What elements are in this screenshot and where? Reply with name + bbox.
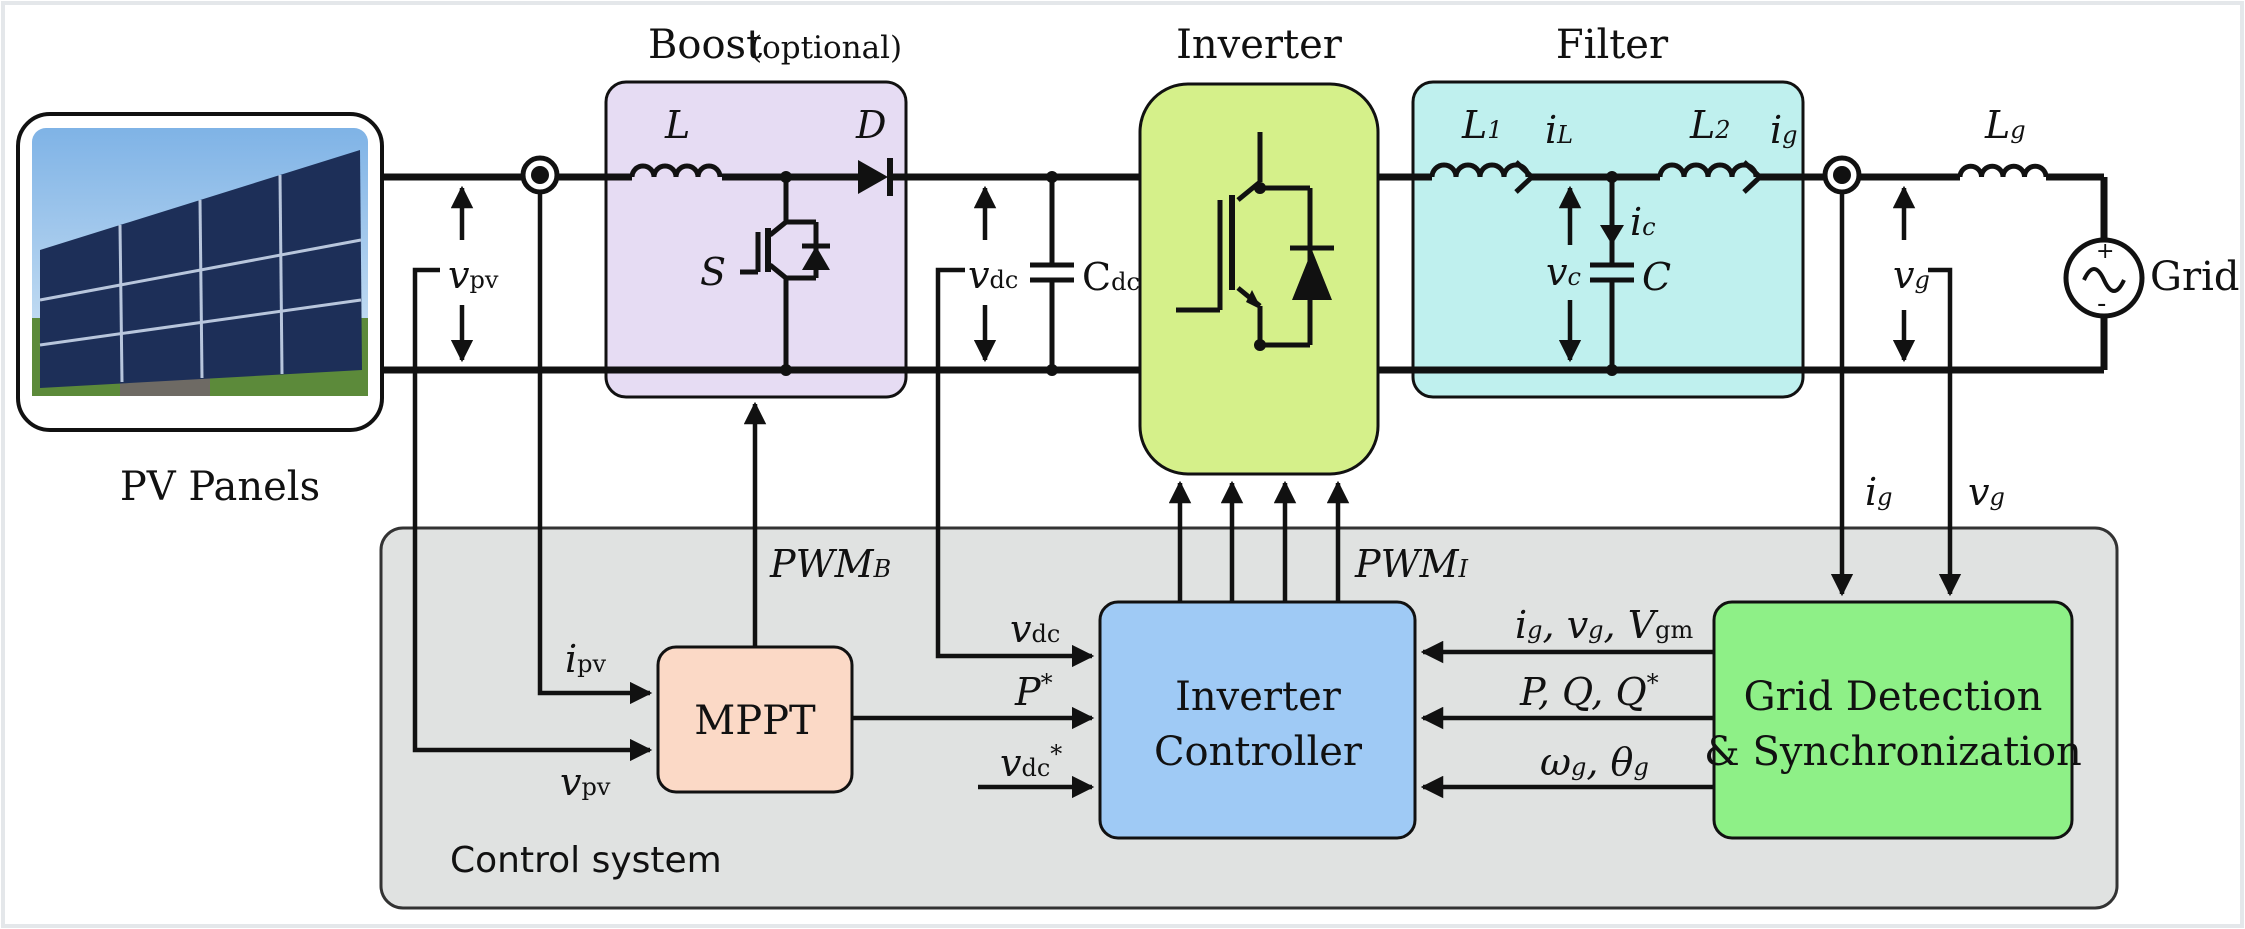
boost-switch-label: S xyxy=(700,250,726,294)
ig-vg-vgm-label: ig, vg, Vgm xyxy=(1515,603,1694,647)
boost-title: Boost xyxy=(648,22,762,68)
pstar-label: P* xyxy=(1014,669,1053,714)
l1-label: L1 xyxy=(1461,103,1503,147)
boost-switch xyxy=(740,171,830,376)
cdc-label: Cdc xyxy=(1082,255,1140,299)
vdc-controller-label: vdc xyxy=(1010,607,1060,651)
pv-panel-image xyxy=(16,112,384,432)
boost-diode xyxy=(858,158,893,196)
vdcstar-label: vdc* xyxy=(1000,740,1062,785)
boost-inductor xyxy=(629,163,723,178)
vc-label: vc xyxy=(1546,250,1581,294)
svg-text:-: - xyxy=(2097,289,2106,319)
ig-down-label: ig xyxy=(1865,470,1893,514)
inverter-title: Inverter xyxy=(1176,22,1343,68)
c-label: C xyxy=(1642,255,1671,299)
inverter-switch-symbol xyxy=(1176,132,1334,351)
svg-text:+: + xyxy=(2096,239,2114,264)
vdc-label: vdc xyxy=(968,253,1018,297)
inverter-controller-label-1: Inverter xyxy=(1175,674,1342,720)
grid-source-icon: + - xyxy=(2063,237,2145,319)
boost-diode-label: D xyxy=(855,103,886,147)
vg-down-label: vg xyxy=(1968,470,2005,514)
inverter-controller-block xyxy=(1098,600,1417,840)
grid-detection-block xyxy=(1712,600,2074,840)
boost-inductor-label: L xyxy=(664,103,690,147)
filter-capacitor xyxy=(1590,171,1634,376)
omega-theta-label: ωg, θg xyxy=(1540,740,1649,784)
filter-inductor-l1 xyxy=(1429,162,1531,178)
grid-inductor xyxy=(1957,163,2049,178)
vg-label: vg xyxy=(1893,253,1930,297)
boost-optional-label: (optional) xyxy=(750,30,902,66)
dc-link-capacitor xyxy=(1030,171,1074,376)
inverter-box xyxy=(1138,82,1380,476)
grid-detection-label-1: Grid Detection xyxy=(1744,674,2043,720)
ic-label: ic xyxy=(1630,200,1656,244)
l2-label: L2 xyxy=(1689,103,1731,147)
lg-label: Lg xyxy=(1984,103,2026,147)
ig-filter-label: ig xyxy=(1770,108,1798,152)
filter-inductor-l2 xyxy=(1657,162,1759,178)
ipv-label: ipv xyxy=(565,637,607,681)
vpv-mppt-label: vpv xyxy=(560,760,611,804)
grid-detection-label-2: & Synchronization xyxy=(1704,729,2082,775)
grid-label: Grid xyxy=(2150,254,2239,300)
vpv-label: vpv xyxy=(448,253,499,297)
control-system-title: Control system xyxy=(450,840,722,881)
filter-title: Filter xyxy=(1556,22,1669,68)
il-label: iL xyxy=(1545,108,1573,152)
pv-panels-label: PV Panels xyxy=(120,464,320,510)
pq-label: P, Q, Q* xyxy=(1519,669,1659,714)
mppt-label: MPPT xyxy=(694,698,816,744)
pwmi-label: PWMI xyxy=(1354,542,1469,586)
pwmb-label: PWMB xyxy=(769,542,891,586)
filter-box xyxy=(1411,80,1805,399)
inverter-controller-label-2: Controller xyxy=(1154,729,1363,775)
control-signals xyxy=(412,192,1962,799)
